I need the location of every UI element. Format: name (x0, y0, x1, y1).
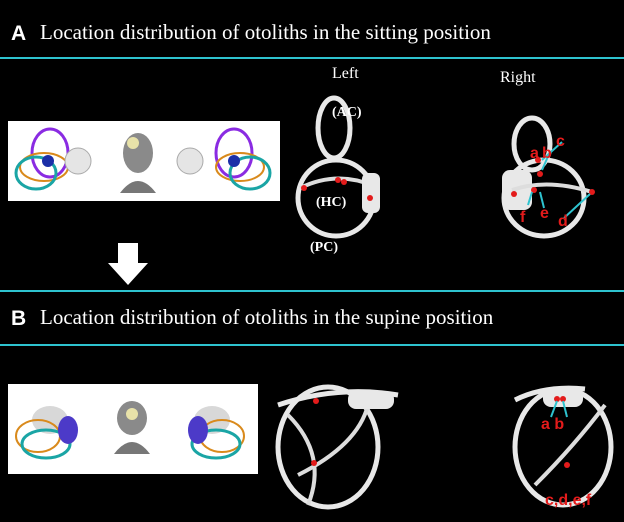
panel-b-title: Location distribution of otoliths in the… (40, 305, 494, 329)
otolith-dot (335, 177, 341, 183)
point-label-c: c (556, 133, 565, 150)
panel-letter-a: A (11, 22, 27, 45)
point-label-d: d (558, 213, 568, 230)
point-label-f: f (520, 209, 526, 226)
otolith-dot (313, 398, 319, 404)
panel-a-sitting: A Location distribution of otoliths in t… (0, 20, 624, 285)
otolith-dot (341, 179, 347, 185)
canal-label-hc: (HC) (316, 195, 347, 210)
inner-ear-models-supine-illustration (15, 401, 245, 460)
panel-a-divider (0, 57, 624, 59)
left-ear-label: Left (332, 65, 359, 82)
otolith-dot (311, 460, 317, 466)
inner-ear-models-illustration (14, 127, 272, 193)
otolith-dot (367, 195, 373, 201)
canal-label-ac: (AC) (332, 105, 362, 120)
point-label-a: a (530, 145, 539, 162)
canal-label-pc: (PC) (310, 240, 338, 255)
otolith-dot (301, 185, 307, 191)
point-label-e: e (540, 205, 549, 222)
right-canal-model-sitting: a b c d e f (501, 115, 595, 239)
left-canal-model-supine (275, 384, 399, 510)
right-canal-model-supine: a b c,d,e,f (512, 385, 614, 509)
right-ear-label: Right (500, 69, 536, 86)
head-orientation-image-sitting (8, 121, 280, 201)
down-arrow-icon (108, 243, 148, 285)
panel-b-supine: B Location distribution of otoliths in t… (0, 290, 624, 522)
point-label-cdef: c,d,e,f (545, 492, 592, 509)
panel-b-divider (0, 344, 624, 346)
point-label-b: b (542, 145, 552, 162)
panel-letter-b: B (11, 307, 27, 330)
panel-a-title: Location distribution of otoliths in the… (40, 20, 491, 44)
head-orientation-image-supine (8, 384, 258, 474)
point-label-ab: a b (541, 416, 564, 433)
left-canal-model-sitting: (AC) (HC) (PC) (295, 95, 380, 255)
panel-b-top-divider (0, 290, 624, 292)
